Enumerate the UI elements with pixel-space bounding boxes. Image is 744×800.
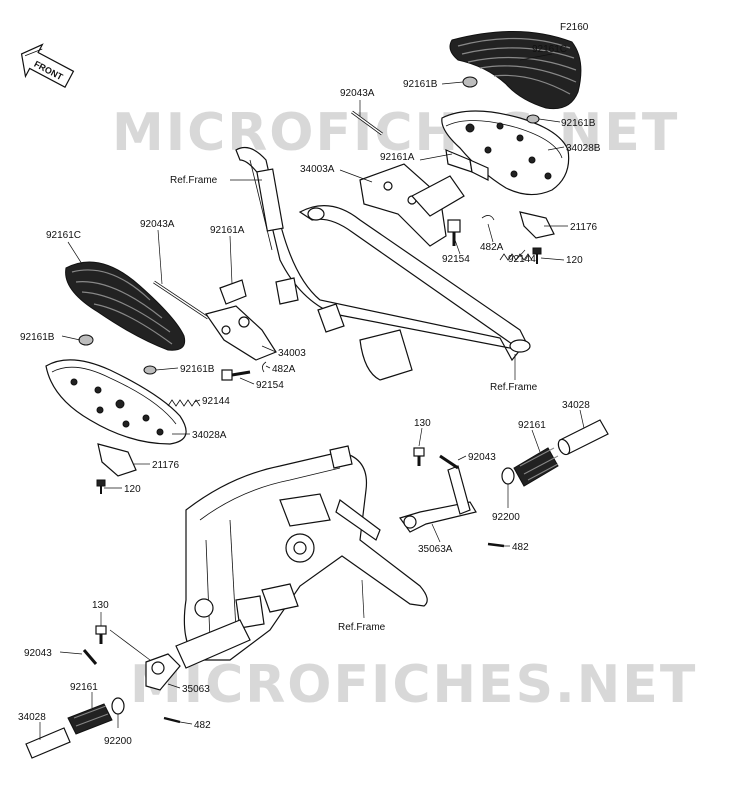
cushion-92161b-top-2 [526, 114, 540, 124]
callout-92154-left: 92154 [256, 380, 284, 391]
bolt-120-right [532, 247, 542, 264]
callout-120-left: 120 [124, 484, 141, 495]
callout-92161c-top: 92161C [532, 44, 567, 55]
callout-92200-right: 92200 [492, 512, 520, 523]
callout-92144-top: 92144 [508, 254, 536, 265]
floorboard-right [441, 110, 570, 196]
pin-92043a-left [153, 280, 209, 320]
callout-92200-left: 92200 [104, 736, 132, 747]
washer-92200-left [111, 697, 125, 715]
damper-92161a-left [219, 279, 247, 305]
callout-35063: 35063 [182, 684, 210, 695]
floorboard-left [45, 359, 187, 445]
callout-92043a-top: 92043A [340, 88, 375, 99]
callout-labels: F2160 92161C 92161B 92161B 34028B 92043A… [18, 22, 601, 747]
footpeg-rubber-92161-right [513, 447, 559, 487]
callout-92161b-top-1: 92161B [403, 79, 438, 90]
front-arrow-icon: FRONT [20, 43, 75, 89]
washer-92200-right [501, 467, 515, 485]
floorboard-pad-right [449, 31, 582, 110]
callout-120-top: 120 [566, 255, 583, 266]
bracket-34003a [359, 163, 465, 247]
callout-34028b: 34028B [566, 143, 601, 154]
frame-mount-boss [307, 207, 325, 221]
callout-92161c-left: 92161C [46, 230, 81, 241]
bolt-130-left [95, 625, 107, 644]
bracket-21176-left [97, 443, 137, 477]
callout-ref-frame-bottom: Ref.Frame [338, 622, 386, 633]
callout-34028a: 34028A [192, 430, 227, 441]
callout-92161b-left-1: 92161B [20, 332, 55, 343]
callout-92161-left: 92161 [70, 682, 98, 693]
shift-lever-35063a [399, 465, 477, 533]
cushion-92161b-left-1 [78, 334, 94, 346]
callout-ref-frame-mid: Ref.Frame [490, 382, 538, 393]
callout-21176-top: 21176 [570, 222, 598, 233]
figure-code: F2160 [560, 22, 589, 33]
callout-482-right: 482 [512, 542, 529, 553]
cushion-92161b-top-1 [462, 76, 478, 88]
watermark-top: MICROFICHES.NET [112, 103, 679, 163]
pin-92043-left [82, 649, 98, 665]
clip-482a-right [481, 215, 495, 221]
pin-92043-right [439, 454, 459, 470]
frame-tube [235, 147, 522, 381]
clip-482a-left [262, 361, 267, 373]
footpeg-rubber-92161-left [67, 703, 113, 735]
callout-92043-right: 92043 [468, 452, 496, 463]
spring-92144-left [167, 399, 201, 407]
pin-482-right [487, 542, 505, 548]
frame-tube-end [509, 339, 531, 353]
callout-482a-top: 482A [480, 242, 504, 253]
footpeg-34028-left [25, 727, 71, 759]
callout-34003: 34003 [278, 348, 306, 359]
callout-482-left: 482 [194, 720, 211, 731]
callout-34028-right: 34028 [562, 400, 590, 411]
bracket-34003 [205, 305, 277, 361]
bolt-130-right [413, 447, 425, 466]
callout-92043-left: 92043 [24, 648, 52, 659]
bolt-92154-right [447, 219, 461, 246]
cushion-92161b-left-2 [143, 365, 157, 375]
callout-34028-left: 34028 [18, 712, 46, 723]
callout-34003a: 34003A [300, 164, 335, 175]
watermark-bottom: MICROFICHES.NET [130, 655, 697, 715]
callout-92161b-top-2: 92161B [561, 118, 596, 129]
bolt-92154-left [221, 369, 251, 381]
damper-92161a-right [445, 149, 489, 181]
floorboard-pad-left [65, 261, 186, 351]
callout-130-right: 130 [414, 418, 431, 429]
callout-92154-top: 92154 [442, 254, 470, 265]
pin-92043a-right [351, 110, 383, 136]
callout-130-left: 130 [92, 600, 109, 611]
callout-92161-right: 92161 [518, 420, 546, 431]
pin-482-left [163, 716, 181, 724]
callout-92161a-left: 92161A [210, 225, 245, 236]
callout-92161a-top: 92161A [380, 152, 415, 163]
leader-lines [39, 53, 585, 740]
callout-92144-left: 92144 [202, 396, 230, 407]
footpeg-34028-right [557, 419, 609, 456]
shift-lever-35063 [145, 653, 181, 691]
callout-ref-frame-top: Ref.Frame [170, 175, 218, 186]
callout-482a-left: 482A [272, 364, 296, 375]
bracket-21176-right [519, 211, 555, 239]
lower-frame [175, 445, 428, 669]
callout-92043a-left: 92043A [140, 219, 175, 230]
callout-21176-left: 21176 [152, 460, 180, 471]
callout-92161b-left-2: 92161B [180, 364, 215, 375]
bolt-120-left [96, 479, 106, 494]
callout-35063a: 35063A [418, 544, 453, 555]
